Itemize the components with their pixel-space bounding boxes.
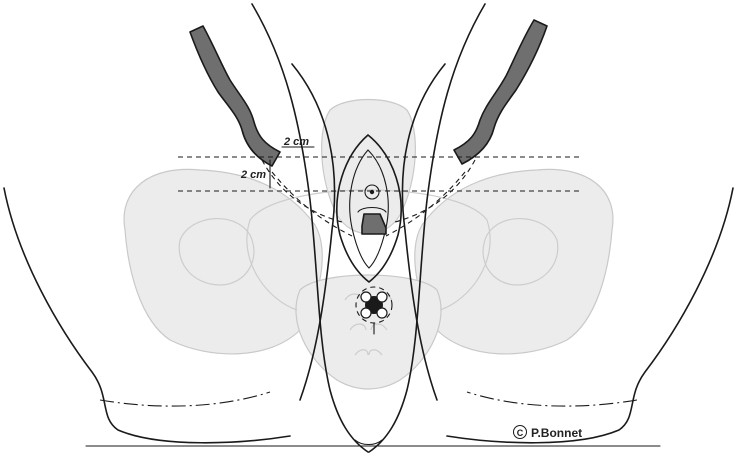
right-sling-strip xyxy=(454,20,547,164)
copyright-credit: C P.Bonnet xyxy=(514,426,583,441)
anal-fold-bl xyxy=(361,308,371,318)
right-gluteal-fold-line xyxy=(467,392,637,406)
copyright-symbol: C xyxy=(517,428,524,438)
anal-fold-tr xyxy=(377,292,387,302)
horizontal-offset-label: 2 cm xyxy=(283,136,309,148)
left-sling-strip xyxy=(190,26,280,166)
anal-fold-br xyxy=(377,308,387,318)
anal-fold-tl xyxy=(361,292,371,302)
left-gluteal-fold-line xyxy=(100,392,270,406)
pelvis-bones xyxy=(124,100,613,390)
vertical-offset-label: 2 cm xyxy=(240,169,266,181)
author-credit: P.Bonnet xyxy=(531,426,582,440)
